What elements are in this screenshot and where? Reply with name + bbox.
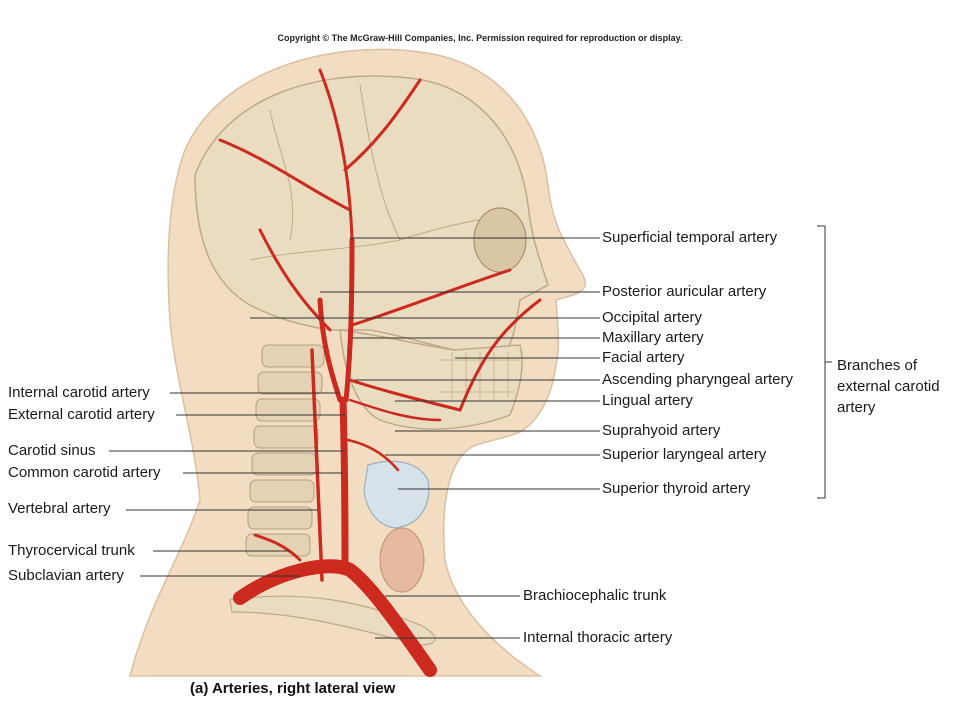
occipital-vessel: [258, 228, 332, 332]
label-brachiocephalic-trunk: Brachiocephalic trunk: [523, 587, 667, 604]
superficial-temporal-vessel: [218, 68, 422, 242]
bracket-label-line-3: artery: [837, 399, 876, 416]
arteries: [218, 68, 542, 677]
label-suprahyoid-artery: Suprahyoid artery: [602, 422, 721, 439]
thyroid-cartilage: [363, 460, 430, 529]
eye-orbit: [473, 207, 527, 273]
label-ascending-pharyngeal-artery: Ascending pharyngeal artery: [602, 371, 793, 388]
label-maxillary-artery: Maxillary artery: [602, 329, 704, 346]
label-common-carotid-artery: Common carotid artery: [8, 464, 161, 481]
label-occipital-artery: Occipital artery: [602, 309, 703, 326]
bracket-group-label: Branches of external carotid artery: [837, 355, 940, 418]
external-carotid-vessel: [343, 237, 355, 403]
label-thyrocervical-trunk: Thyrocervical trunk: [8, 542, 135, 559]
copyright-notice: Copyright © The McGraw-Hill Companies, I…: [277, 33, 683, 43]
teeth: [440, 352, 520, 400]
label-vertebral-artery: Vertebral artery: [8, 500, 111, 517]
label-carotid-sinus: Carotid sinus: [8, 442, 96, 459]
label-external-carotid-artery: External carotid artery: [8, 406, 155, 423]
superior-thyroid-vessel: [346, 438, 400, 472]
label-superior-laryngeal-artery: Superior laryngeal artery: [602, 446, 767, 463]
bracket-label-line-2: external carotid: [837, 378, 940, 395]
label-internal-carotid-artery: Internal carotid artery: [8, 384, 150, 401]
label-superficial-temporal-artery: Superficial temporal artery: [602, 229, 778, 246]
facial-vessel: [348, 298, 542, 412]
common-carotid-vessel: [339, 396, 349, 574]
brachiocephalic-vessel: [233, 559, 437, 677]
leader-lines: [109, 237, 600, 639]
internal-carotid-vessel: [317, 297, 343, 403]
label-internal-thoracic-artery: Internal thoracic artery: [523, 629, 673, 646]
label-superior-thyroid-artery: Superior thyroid artery: [602, 480, 751, 497]
thyroid-gland: [379, 527, 425, 593]
thyrocervical-vessel: [253, 533, 302, 562]
label-subclavian-artery: Subclavian artery: [8, 567, 124, 584]
label-facial-artery: Facial artery: [602, 349, 685, 366]
bracket-label-line-1: Branches of: [837, 357, 918, 374]
skull: [194, 75, 549, 351]
lingual-vessel: [348, 398, 442, 422]
branches-bracket: [817, 225, 832, 499]
figure-caption: (a) Arteries, right lateral view: [190, 680, 396, 697]
label-posterior-auricular-artery: Posterior auricular artery: [602, 283, 767, 300]
clavicle: [229, 595, 436, 646]
maxillary-vessel: [350, 268, 512, 327]
vertebral-vessel: [310, 348, 324, 582]
label-lingual-artery: Lingual artery: [602, 392, 693, 409]
